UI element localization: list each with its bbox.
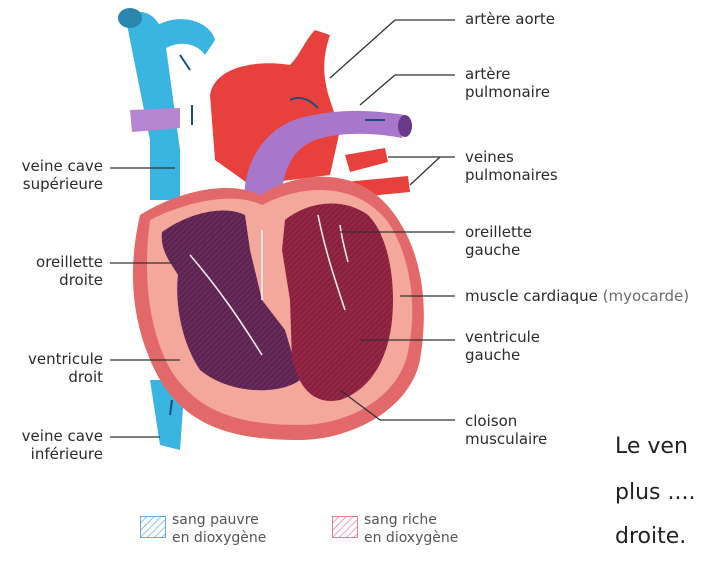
label-pulmonary-veins-2: pulmonaires	[465, 166, 558, 184]
side-text-line-2: plus ....	[615, 478, 695, 508]
label-muscle: muscle cardiaque	[465, 287, 598, 305]
legend-swatch-poor	[140, 516, 166, 538]
label-myocardium: muscle cardiaque (myocarde)	[465, 287, 689, 305]
label-svc-1: veine cave	[8, 157, 103, 175]
label-aorta: artère aorte	[465, 10, 555, 28]
label-left-ventricle-1: ventricule	[465, 328, 540, 346]
side-text-line-3: droite.	[615, 522, 686, 552]
label-right-atrium-2: droite	[8, 271, 103, 289]
label-septum-1: cloison	[465, 412, 517, 430]
vena-cava-opening	[118, 8, 142, 28]
legend-rich-1: sang riche	[364, 512, 437, 529]
label-septum-2: musculaire	[465, 430, 547, 448]
label-left-atrium-1: oreillette	[465, 223, 532, 241]
label-right-atrium-1: oreillette	[8, 253, 103, 271]
label-ivc-2: inférieure	[8, 445, 103, 463]
legend-poor-2: en dioxygène	[172, 530, 266, 547]
label-muscle-suffix: (myocarde)	[603, 287, 689, 305]
label-svc-2: supérieure	[8, 175, 103, 193]
label-left-atrium-2: gauche	[465, 241, 520, 259]
label-right-ventricle-2: droit	[8, 368, 103, 386]
label-pulmonary-artery-2: pulmonaire	[465, 83, 550, 101]
side-text-line-1: Le ven	[615, 432, 688, 462]
label-right-ventricle-1: ventricule	[8, 350, 103, 368]
label-pulmonary-veins-1: veines	[465, 148, 514, 166]
label-pulmonary-artery-1: artère	[465, 65, 511, 83]
legend-swatch-rich	[332, 516, 358, 538]
label-ivc-1: veine cave	[8, 427, 103, 445]
legend-poor-1: sang pauvre	[172, 512, 259, 529]
legend-rich-2: en dioxygène	[364, 530, 458, 547]
label-left-ventricle-2: gauche	[465, 346, 520, 364]
